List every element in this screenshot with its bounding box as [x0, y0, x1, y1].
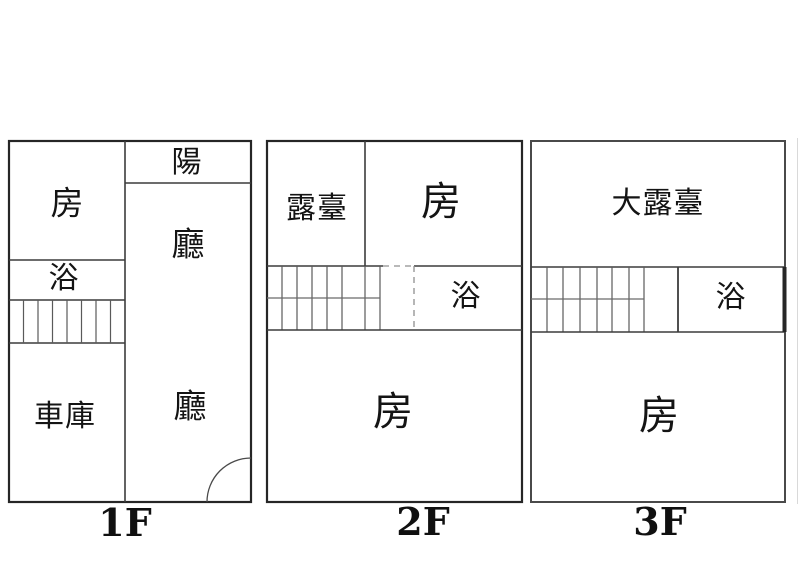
room-label-bedroom-upper-2f: 房 [421, 179, 461, 225]
outer-wall-2f [265, 139, 524, 504]
room-label-bedroom-3f: 房 [639, 393, 679, 439]
floor-label-1f: 1F [98, 500, 152, 545]
floor-label-3f: 3F [633, 499, 687, 544]
room-label-bedroom-1f: 房 [50, 183, 84, 223]
room-label-living-lower-1f: 廳 [173, 386, 207, 426]
room-label-terrace-3f: 大露臺 [611, 186, 705, 221]
room-label-bath-2f: 浴 [450, 279, 482, 314]
room-label-terrace-2f: 露臺 [286, 191, 348, 226]
outer-wall-1f [7, 139, 253, 504]
room-label-garage-1f: 車庫 [34, 399, 96, 434]
room-label-living-upper-1f: 廳 [171, 224, 205, 264]
room-label-bath-3f: 浴 [715, 280, 747, 315]
door-swing-arc [206, 457, 252, 503]
stairs-3f [531, 267, 645, 332]
floor-3f-plan [530, 140, 787, 503]
stairs-1f [22, 300, 112, 343]
floor-2f-plan [265, 139, 524, 504]
floor-1f-plan [7, 139, 253, 504]
room-label-bedroom-lower-2f: 房 [373, 389, 413, 435]
room-label-bath-1f: 浴 [48, 261, 80, 296]
floor-label-2f: 2F [396, 499, 450, 544]
room-label-balcony-1f: 陽 [171, 145, 203, 180]
stairs-2f [267, 266, 381, 330]
